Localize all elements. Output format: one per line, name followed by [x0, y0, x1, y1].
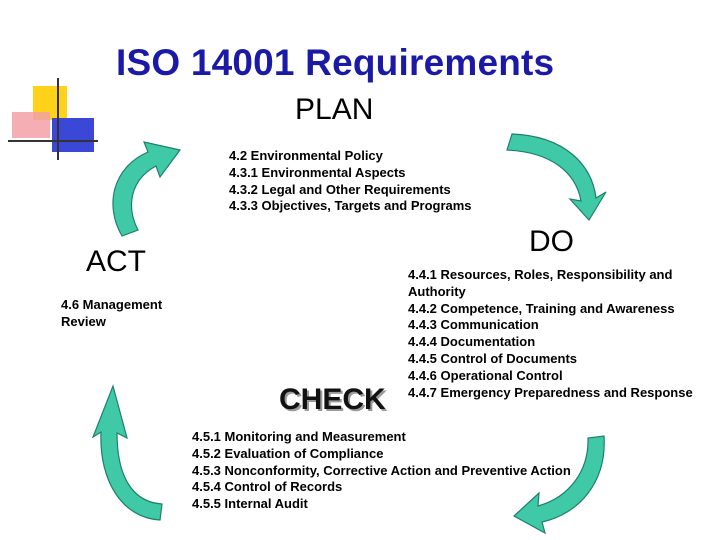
list-item: 4.3.2 Legal and Other Requirements [229, 181, 451, 197]
arrow-do-to-check-icon [512, 435, 605, 535]
plan-requirements-list: 4.2 Environmental Policy 4.3.1 Environme… [229, 148, 472, 215]
list-item: 4.5.1 Monitoring and Measurement [192, 429, 406, 444]
check-requirements-list: 4.5.1 Monitoring and Measurement 4.5.2 E… [192, 429, 572, 513]
list-item: 4.5.2 Evaluation of Compliance [192, 445, 384, 461]
do-label: DO [529, 225, 574, 258]
list-item: 4.5.5 Internal Audit [192, 496, 308, 512]
list-item: 4.5.4 Control of Records [192, 479, 343, 495]
list-item: 4.2 Environmental Policy [229, 148, 383, 163]
list-item: 4.3.3 Objectives, Targets and Programs [229, 198, 472, 214]
list-item: 4.6 Management Review [61, 297, 163, 329]
arrow-act-to-plan-icon [112, 141, 182, 237]
list-item: 4.4.6 Operational Control [408, 367, 563, 383]
page-title: ISO 14001 Requirements [116, 42, 555, 83]
arrow-plan-to-do-icon [506, 133, 607, 221]
list-item: 4.5.3 Nonconformity, Corrective Action a… [192, 462, 571, 478]
list-item: 4.4.2 Competence, Training and Awareness [408, 300, 675, 316]
deco-pink-square [12, 112, 50, 138]
list-item: 4.4.7 Emergency Preparedness and Respons… [408, 384, 693, 400]
plan-label: PLAN [295, 93, 374, 126]
do-requirements-list: 4.4.1 Resources, Roles, Responsibility a… [408, 267, 718, 401]
act-label: ACT [86, 245, 146, 278]
list-item: 4.4.4 Documentation [408, 334, 536, 350]
act-requirements-list: 4.6 Management Review [61, 297, 191, 331]
arrow-check-to-act-icon [91, 384, 163, 521]
list-item: 4.3.1 Environmental Aspects [229, 164, 406, 180]
list-item: 4.4.1 Resources, Roles, Responsibility a… [408, 267, 673, 299]
list-item: 4.4.3 Communication [408, 317, 539, 333]
check-label: CHECK [279, 383, 386, 416]
list-item: 4.4.5 Control of Documents [408, 350, 578, 366]
